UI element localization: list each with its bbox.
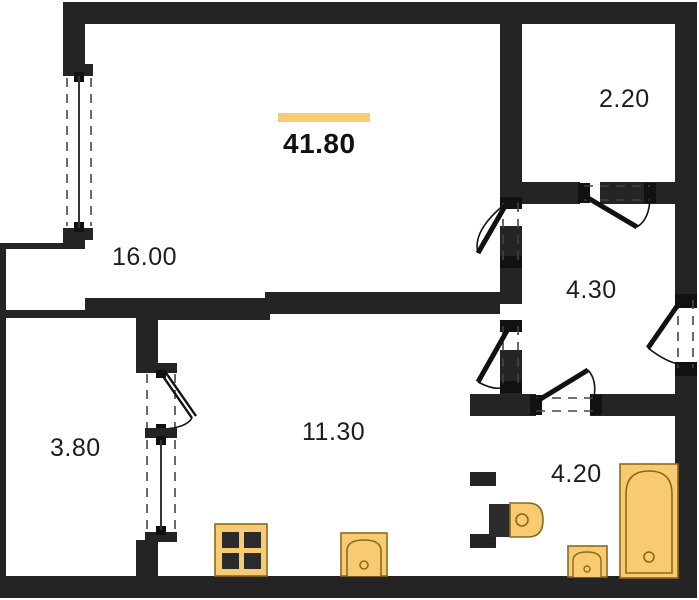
door-living [475, 197, 522, 268]
total-area-label: 41.80 [283, 128, 356, 159]
stove-icon [214, 523, 268, 577]
door-entrance [645, 294, 697, 376]
kitchen-sink-icon [340, 532, 388, 577]
total-area-bar [278, 113, 370, 122]
washbasin-icon [567, 545, 608, 578]
bathroom-niche [470, 416, 496, 576]
balcony-interior [6, 249, 136, 576]
room-label-living-room: 16.00 [112, 243, 178, 271]
toilet-icon [489, 502, 544, 538]
room-label-bathroom: 4.20 [551, 460, 602, 488]
door-bathroom [530, 367, 602, 415]
room-label-hallway: 4.30 [566, 276, 617, 304]
room-label-balcony: 3.80 [50, 434, 101, 462]
room-label-storage-room: 2.20 [599, 85, 650, 113]
balcony-window-living [63, 64, 93, 240]
balcony-door-kitchen [145, 363, 197, 438]
bathtub-icon [619, 463, 679, 579]
room-label-kitchen: 11.30 [302, 418, 366, 446]
door-storage [578, 183, 656, 230]
balcony-window-kitchen [145, 428, 177, 542]
door-kitchen [475, 320, 522, 393]
